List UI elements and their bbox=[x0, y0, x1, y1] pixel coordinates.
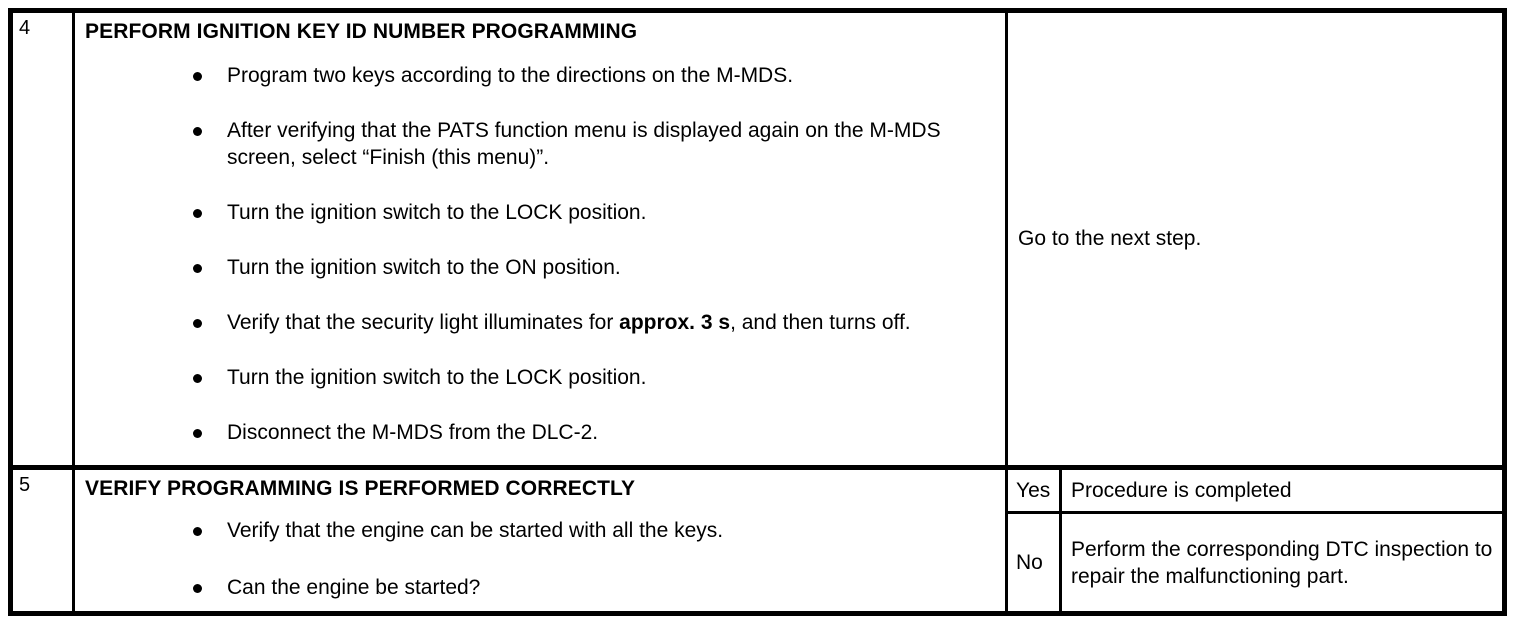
bullet-icon bbox=[193, 209, 202, 218]
list-item-text: Disconnect the M-MDS from the DLC-2. bbox=[227, 421, 599, 444]
list-item-text: Turn the ignition switch to the ON posit… bbox=[227, 256, 621, 279]
list-item: Turn the ignition switch to the ON posit… bbox=[75, 254, 1005, 281]
table-row-step-4: 4 PERFORM IGNITION KEY ID NUMBER PROGRAM… bbox=[13, 13, 1502, 465]
step-5-title: VERIFY PROGRAMMING IS PERFORMED CORRECTL… bbox=[85, 477, 636, 500]
list-item-text: After verifying that the PATS function m… bbox=[227, 119, 941, 169]
step-4-action-text: Go to the next step. bbox=[1018, 227, 1202, 250]
list-item: Verify that the engine can be started wi… bbox=[75, 517, 1005, 544]
table-row-step-5: 5 VERIFY PROGRAMMING IS PERFORMED CORREC… bbox=[13, 465, 1502, 611]
step-4-bullet-list: Program two keys according to the direct… bbox=[75, 62, 1005, 446]
bullet-icon bbox=[193, 527, 202, 536]
list-item-text: Verify that the security light illuminat… bbox=[227, 309, 1005, 336]
yes-branch-row: Yes Procedure is completed bbox=[1008, 470, 1502, 514]
bullet-icon bbox=[193, 127, 202, 136]
step-4-action-cell: Go to the next step. bbox=[1008, 13, 1502, 465]
bullet-icon bbox=[193, 429, 202, 438]
list-item: Disconnect the M-MDS from the DLC-2. bbox=[75, 419, 1005, 446]
bullet-icon bbox=[193, 374, 202, 383]
text-emphasis: approx. 3 s bbox=[619, 311, 731, 334]
step-5-inspection-cell: VERIFY PROGRAMMING IS PERFORMED CORRECTL… bbox=[75, 470, 1008, 611]
bullet-icon bbox=[193, 72, 202, 81]
list-item: Turn the ignition switch to the LOCK pos… bbox=[75, 364, 1005, 391]
step-5-action-cell: Yes Procedure is completed No Perform th… bbox=[1008, 470, 1502, 611]
text-post: , and then turns off. bbox=[730, 311, 911, 334]
list-item-text: Verify that the engine can be started wi… bbox=[227, 519, 724, 542]
text-pre: Verify that the security light illuminat… bbox=[227, 311, 620, 334]
step-5-bullet-list: Verify that the engine can be started wi… bbox=[75, 517, 1005, 601]
bullet-icon bbox=[193, 584, 202, 593]
step-number-5: 5 bbox=[13, 470, 75, 611]
list-item-text: Program two keys according to the direct… bbox=[227, 64, 794, 87]
yes-no-action-table: Yes Procedure is completed No Perform th… bbox=[1008, 470, 1502, 611]
no-action-text: Perform the corresponding DTC inspection… bbox=[1071, 537, 1493, 588]
step-number-4: 4 bbox=[13, 13, 75, 465]
list-item: Verify that the security light illuminat… bbox=[75, 309, 1005, 336]
list-item: Can the engine be started? bbox=[75, 574, 1005, 601]
yes-label: Yes bbox=[1008, 470, 1062, 511]
bullet-icon bbox=[193, 264, 202, 273]
diagnostic-table: 4 PERFORM IGNITION KEY ID NUMBER PROGRAM… bbox=[8, 8, 1507, 616]
bullet-icon bbox=[193, 319, 202, 328]
step-4-title: PERFORM IGNITION KEY ID NUMBER PROGRAMMI… bbox=[85, 20, 638, 43]
list-item: Program two keys according to the direct… bbox=[75, 62, 1005, 89]
list-item: After verifying that the PATS function m… bbox=[75, 117, 1005, 171]
list-item: Turn the ignition switch to the LOCK pos… bbox=[75, 199, 1005, 226]
no-branch-row: No Perform the corresponding DTC inspect… bbox=[1008, 514, 1502, 611]
list-item-text: Turn the ignition switch to the LOCK pos… bbox=[227, 366, 647, 389]
no-label: No bbox=[1008, 514, 1062, 611]
list-item-text: Can the engine be started? bbox=[227, 576, 481, 599]
yes-action-text: Procedure is completed bbox=[1071, 479, 1292, 502]
step-4-inspection-cell: PERFORM IGNITION KEY ID NUMBER PROGRAMMI… bbox=[75, 13, 1008, 465]
list-item-text: Turn the ignition switch to the LOCK pos… bbox=[227, 201, 647, 224]
